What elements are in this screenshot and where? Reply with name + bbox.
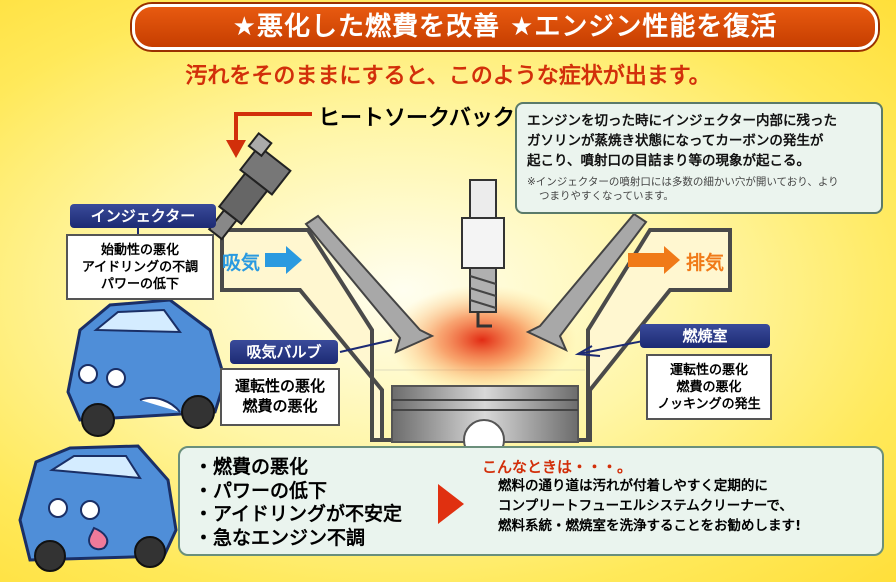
page-title: ★悪化した燃費を改善 ★エンジン性能を復活 xyxy=(232,12,778,42)
combustion-glow xyxy=(387,285,577,395)
when-label: こんなときは・・・。 xyxy=(482,458,633,476)
arrow-right-icon xyxy=(438,484,464,524)
heat-soak-label: ヒートソークバック xyxy=(318,106,515,131)
summary-panel: ・燃費の悪化 ・パワーの低下 ・アイドリングが不安定 ・急なエンジン不調 こんな… xyxy=(178,446,884,556)
exhaust-label: 排気 xyxy=(686,252,725,274)
intake-arrow xyxy=(265,253,287,267)
heat-soak-line: エンジンを切った時にインジェクター内部に残った xyxy=(527,113,837,129)
recommendation-line: コンプリートフューエルシステムクリーナーで、 xyxy=(498,498,793,514)
exhaust-valve-shape xyxy=(525,212,648,353)
combustion-chamber-tag: 燃焼室 xyxy=(640,324,770,348)
intake-valve-symptom: 燃費の悪化 xyxy=(242,397,318,415)
intake-valve-symptoms-box: 運転性の悪化 燃費の悪化 xyxy=(220,368,340,426)
symptom-item: ・パワーの低下 xyxy=(194,479,328,502)
injector-symptoms-box: 始動性の悪化 アイドリングの不調 パワーの低下 xyxy=(66,234,214,300)
combustion-symptom: 運転性の悪化 xyxy=(669,363,748,378)
spark-plug xyxy=(461,179,505,328)
exhaust-arrow xyxy=(628,253,664,267)
page-subtitle: 汚れをそのままにすると、このような症状が出ます。 xyxy=(185,64,711,89)
injector-tag: インジェクター xyxy=(70,204,216,228)
combustion-symptom: 燃費の悪化 xyxy=(676,380,742,395)
engine-block xyxy=(220,228,732,442)
combustion-chamber-symptoms-box: 運転性の悪化 燃費の悪化 ノッキングの発生 xyxy=(646,354,772,420)
heat-soak-line: ガソリンが蒸焼き状態になってカーボンの発生が xyxy=(527,133,824,149)
heat-soak-arrow xyxy=(234,112,312,146)
recommendation-line: 燃料の通り道は汚れが付着しやすく定期的に xyxy=(498,478,768,494)
combustion-symptom: ノッキングの発生 xyxy=(657,397,761,412)
recommendation-text: 燃料の通り道は汚れが付着しやすく定期的に コンプリートフューエルシステムクリーナ… xyxy=(498,476,801,536)
injector-shape xyxy=(207,131,292,241)
heat-soak-note-line: ※インジェクターの噴射口には多数の細かい穴が開いており、より xyxy=(527,176,839,188)
car-illustration-upper xyxy=(66,298,227,437)
intake-label: 吸気 xyxy=(222,252,261,274)
symptom-item: ・アイドリングが不安定 xyxy=(194,503,403,525)
heat-soak-line: 起こり、噴射口の目詰まり等の現象が起こる。 xyxy=(527,153,810,169)
intake-valve-shape xyxy=(304,214,435,354)
recommendation-line: 燃料系統・燃焼室を洗浄することをお勧めします! xyxy=(498,518,802,534)
injector-symptom: 始動性の悪化 xyxy=(100,243,179,258)
heat-soak-note-line: つまりやすくなっています。 xyxy=(539,190,674,202)
symptom-item: ・急なエンジン不調 xyxy=(194,526,366,549)
injector-symptom: アイドリングの不調 xyxy=(81,260,199,275)
car-illustration-lower xyxy=(18,444,178,572)
title-banner: ★悪化した燃費を改善 ★エンジン性能を復活 xyxy=(132,4,878,50)
heat-soak-description-box: エンジンを切った時にインジェクター内部に残った ガソリンが蒸焼き状態になってカー… xyxy=(515,102,883,214)
symptom-list: ・燃費の悪化 ・パワーの低下 ・アイドリングが不安定 ・急なエンジン不調 xyxy=(194,456,402,550)
intake-valve-tag: 吸気バルブ xyxy=(230,340,338,364)
symptom-item: ・燃費の悪化 xyxy=(194,456,309,478)
intake-valve-symptom: 運転性の悪化 xyxy=(234,377,325,395)
injector-symptom: パワーの低下 xyxy=(100,277,179,292)
